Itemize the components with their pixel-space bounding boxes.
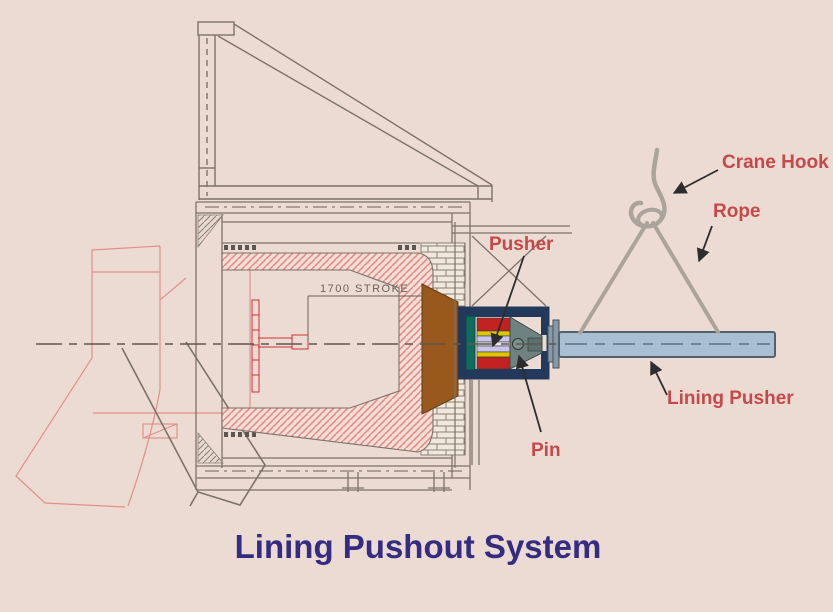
refractory-lining: [221, 252, 434, 453]
pusher-label: Pusher: [489, 234, 554, 255]
support-frame: [197, 21, 493, 202]
vessel-centerlines: [205, 206, 462, 472]
trunnion-detail: [251, 299, 309, 393]
guide-plate-teal: [465, 315, 476, 371]
pin-arrow: [515, 354, 542, 433]
pin-label: Pin: [531, 440, 561, 461]
converter-nose-phantom-outline: [15, 245, 312, 508]
pusher-cone-brown: [421, 283, 459, 415]
rope-arrow: [696, 225, 713, 263]
vessel-flange-lines: [454, 222, 466, 468]
crane-hook-label: Crane Hook: [722, 152, 829, 173]
diagram-title: Lining Pushout System: [235, 528, 602, 565]
crane-hook-arrow: [672, 169, 719, 194]
lining-pusher-label: Lining Pusher: [667, 388, 794, 409]
crane-hook-drawing: [628, 147, 667, 229]
callout-arrows: [490, 169, 719, 433]
shell-corner-wedges: [197, 214, 224, 464]
lining-pusher-arrow: [650, 360, 668, 396]
rope-label: Rope: [713, 201, 761, 222]
pusher-arrow: [490, 255, 525, 348]
stroke-dimension-label: 1700 STROKE: [320, 283, 409, 295]
lining-pusher-rod: [558, 331, 776, 358]
stroke-dimension: 1700 STROKE: [307, 283, 433, 342]
